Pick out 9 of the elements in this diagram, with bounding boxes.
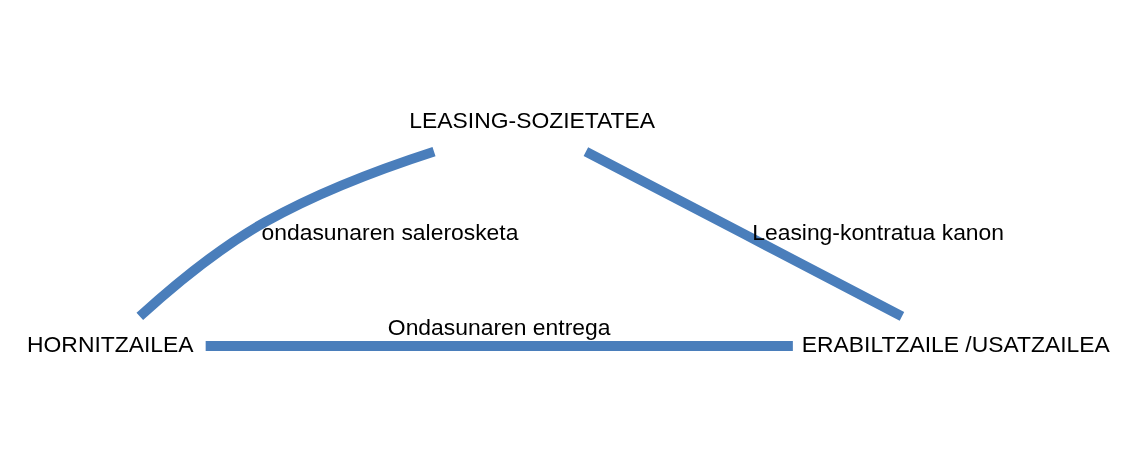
node-text: HORNITZAILEA [27, 331, 194, 358]
edge-label: Ondasunaren entrega [387, 313, 611, 340]
node-text: ERABILTZAILE /USATZAILEA [801, 331, 1110, 358]
node-text: LEASING-SOZIETATEA [409, 107, 656, 134]
edge-label: Leasing-kontratua kanon [752, 219, 1005, 246]
connector [583, 147, 905, 321]
connector [205, 341, 793, 351]
connector [136, 146, 436, 321]
edge-label: ondasunaren salerosketa [261, 219, 519, 246]
